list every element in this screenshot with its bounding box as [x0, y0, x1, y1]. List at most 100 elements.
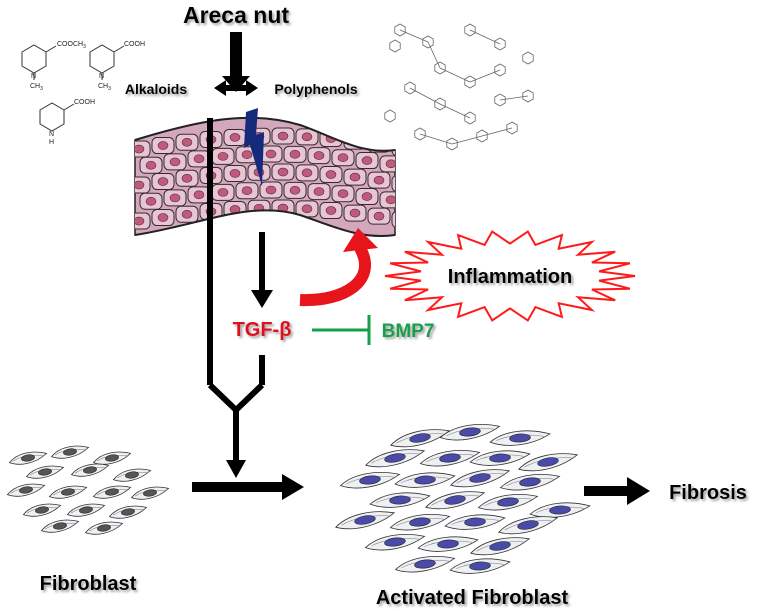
resting-fibroblast [108, 505, 148, 519]
activated-fibroblast-cluster [335, 424, 591, 574]
resting-fibroblast [40, 519, 80, 533]
cell-nucleus [277, 167, 289, 177]
resting-fibroblast [8, 451, 48, 465]
arrow-to-activated [192, 474, 304, 500]
polyphenol-bond [399, 29, 429, 43]
cell-nucleus [469, 561, 491, 571]
cell-nucleus [361, 156, 373, 165]
cell-nucleus [489, 541, 511, 551]
cell-nucleus [398, 216, 408, 224]
cell-nucleus [229, 169, 241, 178]
polyphenol-ring [414, 127, 426, 141]
cell-nucleus [35, 506, 49, 514]
resting-fibroblast [48, 485, 88, 499]
polyphenol-ring [464, 23, 476, 37]
cell-nucleus [469, 473, 491, 483]
cell-nucleus [145, 196, 157, 206]
chem-label-n1: N [31, 73, 36, 80]
activated-fibroblast [498, 516, 559, 535]
polyphenol-ring [389, 39, 401, 53]
cell-nucleus [398, 180, 408, 188]
cell-nucleus [63, 448, 77, 456]
activated-fibroblast [339, 472, 401, 489]
activated-fibroblast [335, 511, 396, 530]
cell-nucleus [289, 186, 301, 195]
activated-fibroblast [489, 430, 551, 446]
cell-nucleus [143, 489, 157, 497]
cell-nucleus [169, 193, 181, 203]
arrow-to-fibrosis [584, 477, 650, 505]
cell-nucleus [229, 133, 241, 142]
polyphenol-bond [419, 133, 453, 145]
cell-nucleus [301, 168, 313, 178]
cell-nucleus [157, 141, 169, 150]
cell-nucleus [135, 180, 145, 190]
cell-nucleus [373, 175, 385, 185]
chem-label-cooch3: COOCH3 [57, 41, 86, 50]
cell-nucleus [105, 488, 119, 496]
cell-nucleus [38, 468, 52, 476]
alkaloids-label: Alkaloids [125, 81, 187, 97]
cell-nucleus [135, 144, 145, 154]
resting-fibroblast [25, 465, 65, 479]
cell-nucleus [509, 433, 531, 443]
resting-fibroblast [84, 521, 124, 535]
polyphenol-ring [494, 93, 506, 107]
cell-nucleus [325, 170, 337, 179]
chem-label-h: H [49, 139, 54, 146]
resting-fibroblast [6, 483, 46, 497]
alkaloid-labels: COOCH3 N CH3 COOH N CH3 COOH N H [30, 41, 145, 146]
polyphenol-ring [422, 35, 434, 49]
cell-nucleus [97, 524, 111, 532]
resting-fibroblast [50, 445, 90, 459]
cell-nucleus [217, 188, 229, 197]
polyphenol-bond [439, 103, 471, 119]
cell-nucleus [389, 495, 411, 505]
polyphenol-ring [446, 137, 458, 151]
activated-fibroblast [369, 492, 431, 508]
tissue-cell [391, 175, 395, 193]
activated-fibroblast [499, 474, 561, 491]
resting-fibroblast-cluster [6, 445, 170, 535]
cell-nucleus [193, 190, 205, 200]
cell-nucleus [414, 559, 436, 569]
cell-nucleus [277, 131, 289, 141]
activated-fibroblast [477, 494, 539, 511]
activated-fibroblast [394, 472, 456, 488]
polyphenol-ring [506, 121, 518, 135]
cell-nucleus [519, 477, 541, 487]
activated-fibroblast [449, 558, 511, 574]
cell-nucleus [135, 216, 145, 226]
cell-nucleus [79, 506, 93, 514]
cell-nucleus [497, 497, 519, 507]
cell-nucleus [385, 195, 395, 205]
polyphenol-structure [384, 23, 534, 151]
activated-fibroblast-label: Activated Fibroblast [376, 587, 569, 609]
cell-nucleus [265, 149, 277, 159]
activated-fibroblast [470, 537, 531, 556]
cell-nucleus [265, 185, 277, 195]
cell-nucleus [169, 157, 181, 167]
cell-nucleus [83, 466, 97, 474]
arrow-to-fibroblasts [226, 460, 246, 478]
polyphenol-ring [434, 61, 446, 75]
cell-nucleus [349, 136, 361, 146]
resting-fibroblast [92, 485, 132, 499]
chem-label-nh: N [49, 131, 54, 138]
arecoline-structure [21, 44, 57, 80]
resting-fibroblast [112, 468, 152, 482]
epithelial-tissue [134, 116, 408, 237]
cell-nucleus [181, 209, 193, 219]
cell-nucleus [157, 213, 169, 222]
arrow-to-tgf [251, 290, 273, 308]
cell-nucleus [325, 206, 337, 215]
resting-fibroblast [70, 463, 110, 477]
activated-fibroblast [444, 514, 506, 530]
activated-fibroblast [518, 453, 579, 472]
cell-nucleus [125, 471, 139, 479]
cell-nucleus [181, 173, 193, 183]
cell-nucleus [517, 520, 539, 530]
fibrosis-label: Fibrosis [669, 482, 747, 504]
activated-fibroblast [469, 450, 531, 466]
polyphenol-ring [494, 37, 506, 51]
